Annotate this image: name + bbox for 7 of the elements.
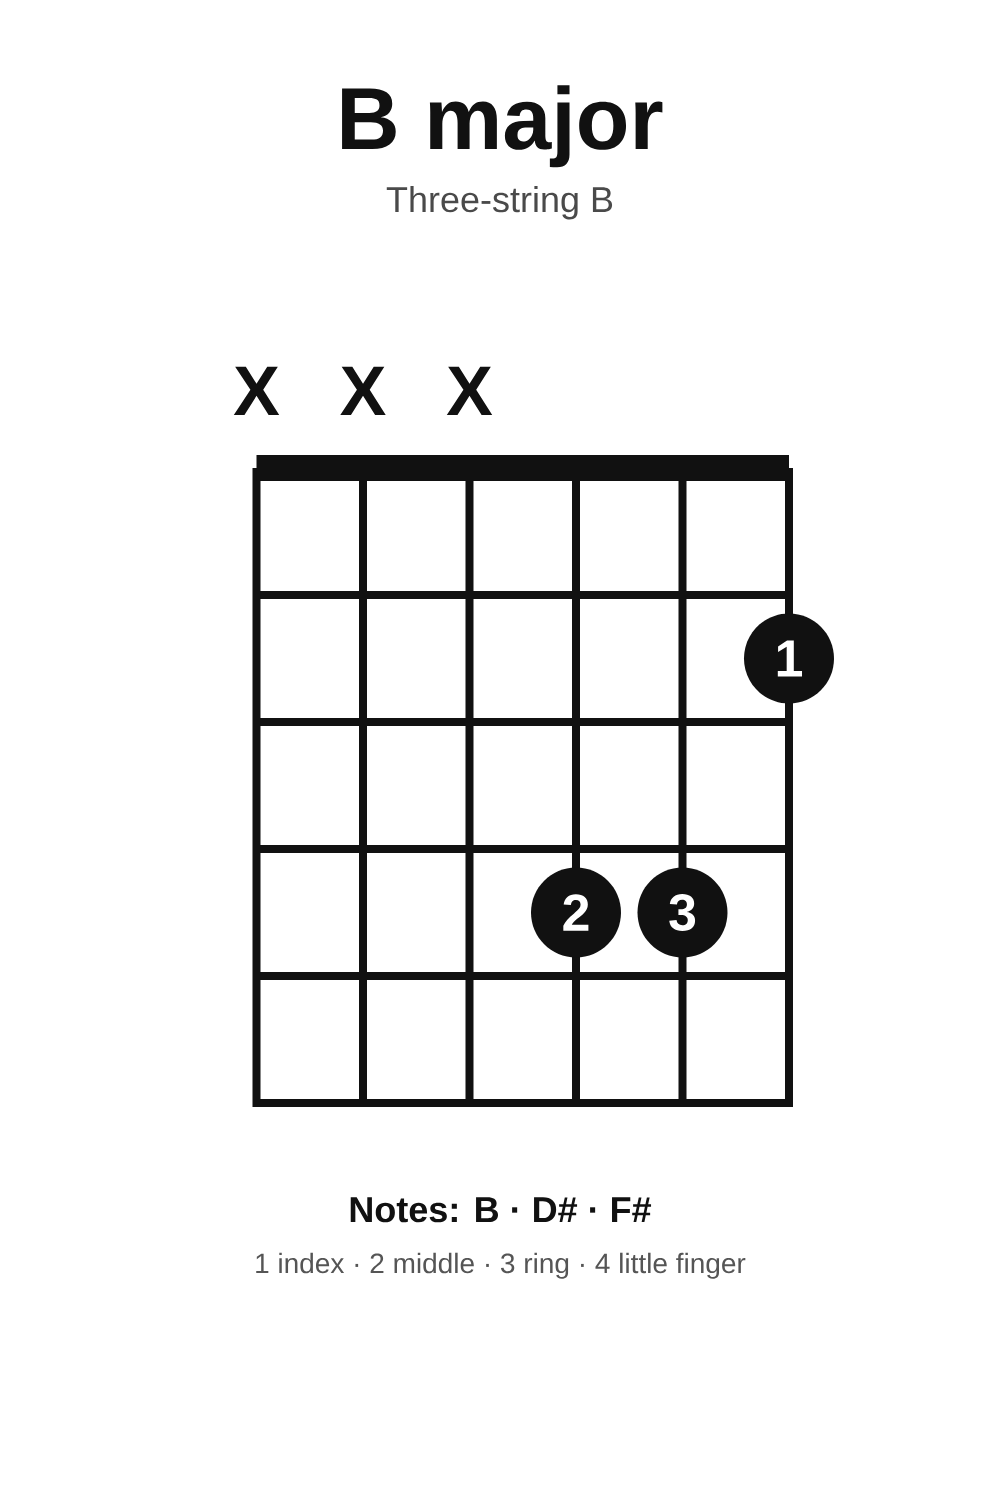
mute-mark: X <box>446 366 493 415</box>
finger-legend: 1 index · 2 middle · 3 ring · 4 little finger <box>256 1252 746 1279</box>
title: B major <box>342 85 663 168</box>
mute-mark: X <box>340 366 386 415</box>
mute-mark: X <box>233 366 280 415</box>
notes-text: Notes: B · D# · F# <box>350 1197 652 1223</box>
subtitle: Three-string B <box>386 185 613 220</box>
